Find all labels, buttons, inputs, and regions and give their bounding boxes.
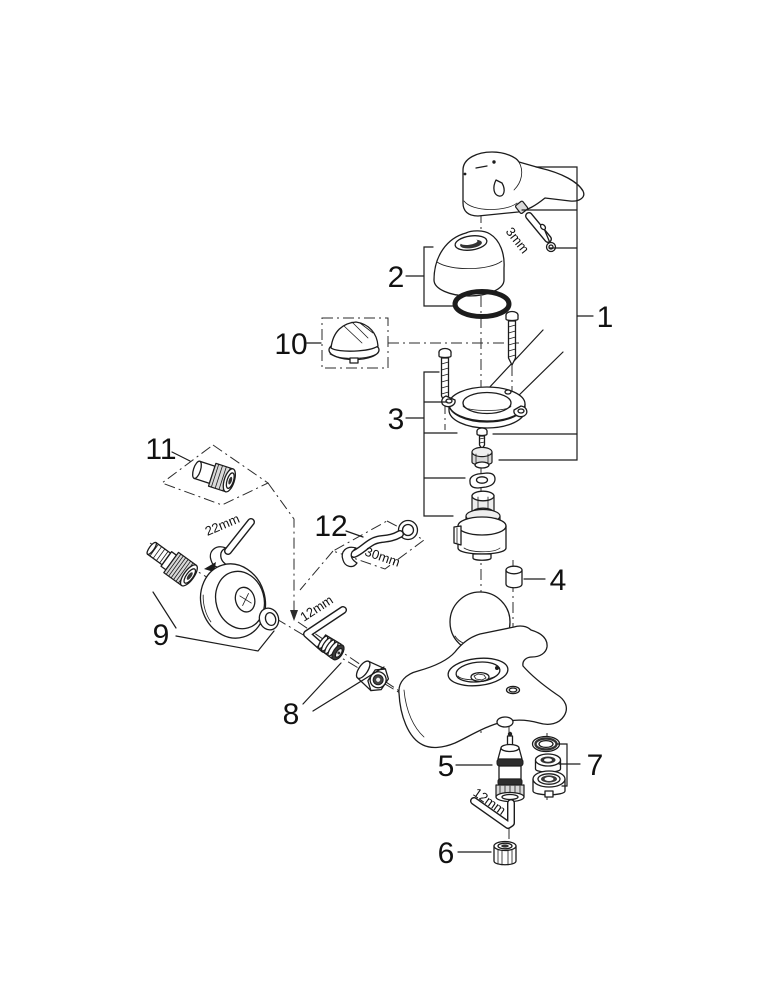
callout-9: 9 (153, 619, 170, 652)
mounting-screw-left (438, 347, 452, 404)
callout-11: 11 (145, 433, 176, 466)
faucet-body (398, 591, 567, 749)
adapter-diamond (160, 444, 269, 506)
stem-washer (469, 472, 496, 489)
callout-brackets (152, 166, 594, 853)
wrench-30mm-diamond (331, 519, 425, 570)
mounting-screw-right (505, 310, 519, 366)
callout-12: 12 (314, 510, 347, 543)
lever-handle (462, 151, 585, 217)
callout-8: 8 (283, 698, 300, 731)
stop-cap (505, 565, 523, 589)
hex-key-12mm-upper (303, 606, 347, 653)
allen-3mm-label: 3mm (503, 224, 533, 256)
callout-5: 5 (438, 750, 455, 783)
mounting-ring (441, 386, 528, 429)
tool-size-30mm: 30mm (363, 544, 402, 570)
union-nut (355, 660, 390, 692)
s-union-fitting (146, 541, 198, 587)
rosette-escutcheon (199, 563, 267, 639)
callout-3: 3 (388, 403, 405, 436)
seal-set (531, 735, 566, 798)
union-washer (258, 607, 280, 631)
cartridge (453, 490, 507, 561)
callout-2: 2 (388, 261, 405, 294)
callout-1: 1 (597, 301, 614, 334)
outlet-nut (493, 840, 517, 866)
callout-6: 6 (438, 837, 455, 870)
hex-key-12mm-lower (470, 797, 515, 829)
callout-10: 10 (274, 328, 307, 361)
dome-cap (433, 230, 505, 297)
check-valve (316, 634, 345, 661)
callout-labels: 1 2 3 4 5 6 7 8 9 10 11 12 (145, 261, 613, 870)
diverter-cartridge (495, 731, 525, 803)
hex-adapter (471, 446, 493, 469)
callout-4: 4 (550, 564, 567, 597)
flow-restrictor-box (321, 317, 389, 369)
o-ring-large (452, 289, 512, 319)
tool-size-3mm: 3mm (503, 224, 533, 256)
callout-7: 7 (587, 749, 604, 782)
cartridge-fixing-screw (476, 427, 488, 450)
